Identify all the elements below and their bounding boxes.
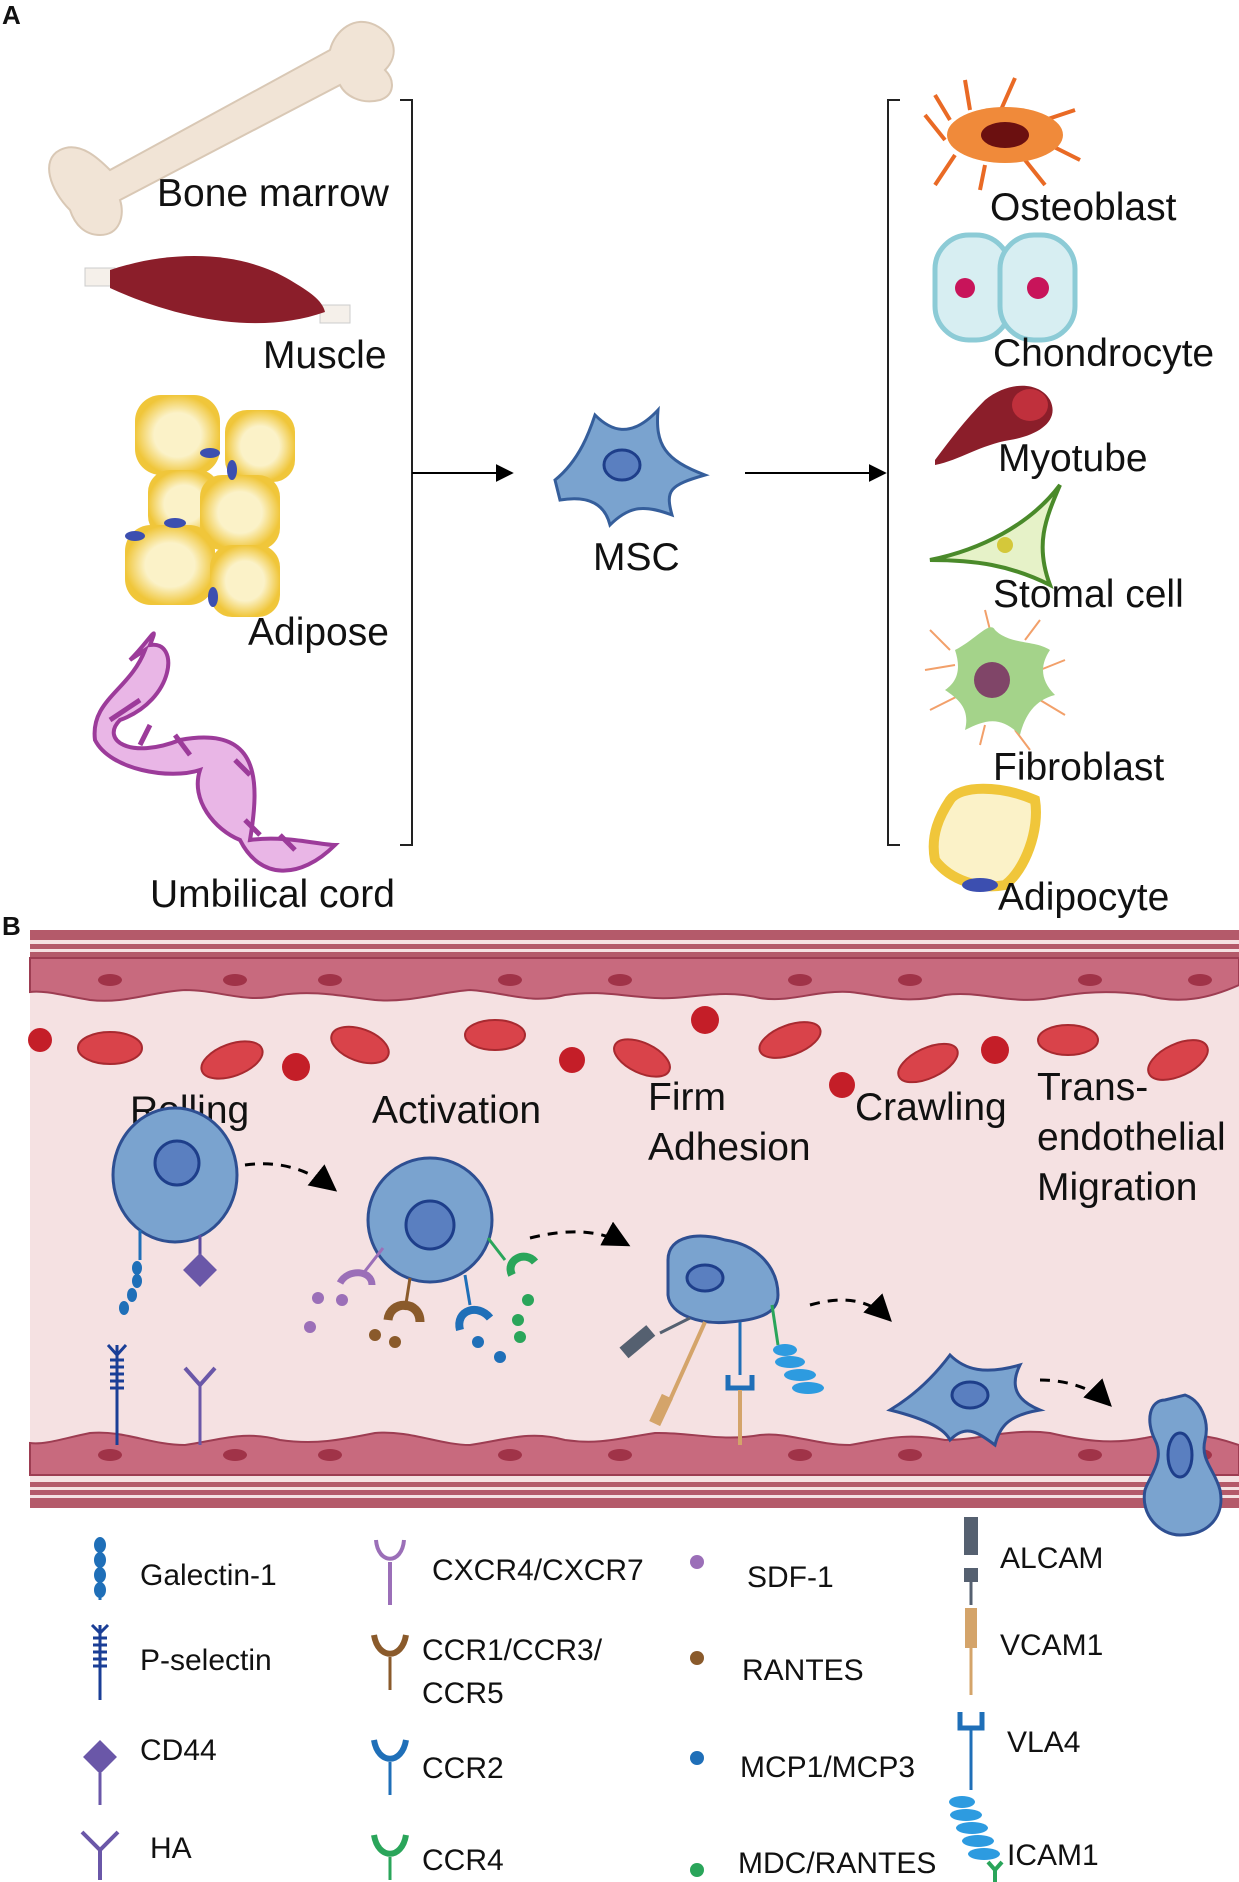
target-myotube: Myotube <box>998 437 1148 480</box>
legend-rantes: RANTES <box>742 1654 864 1687</box>
panel-b-tag: B <box>2 911 21 941</box>
legend-alcam: ALCAM <box>1000 1542 1103 1575</box>
source-muscle: Muscle <box>263 334 387 377</box>
chondrocyte-icon <box>932 232 1078 343</box>
migrating-cell-icon <box>1142 1393 1223 1537</box>
fibroblast-icon <box>924 609 1066 751</box>
legend-galectin-1: Galectin-1 <box>140 1559 277 1592</box>
legend-ccr2: CCR2 <box>422 1752 504 1785</box>
activation-cell-icon <box>304 1156 539 1363</box>
target-osteoblast: Osteoblast <box>990 186 1177 229</box>
vcam1-icon <box>965 1608 977 1695</box>
legend-p-selectin: P-selectin <box>140 1644 272 1677</box>
osteoblast-icon <box>923 77 1081 191</box>
target-chondrocyte: Chondrocyte <box>993 332 1214 375</box>
legend-ccr1-ccr3: CCR1/CCR3/ <box>422 1634 603 1667</box>
red-blood-cells <box>77 1019 1209 1084</box>
ccr1-icon <box>371 1634 409 1690</box>
mdc-icon <box>690 1863 704 1877</box>
step-firm: Firm <box>648 1076 726 1119</box>
legend-cd44: CD44 <box>140 1734 217 1767</box>
umbilical-cord-icon <box>92 631 340 873</box>
source-bone-marrow: Bone marrow <box>157 172 390 215</box>
ha-icon <box>80 1830 120 1880</box>
ccr2-icon <box>371 1739 409 1795</box>
legend-vcam1: VCAM1 <box>1000 1629 1103 1662</box>
adipocyte-icon <box>928 783 1041 892</box>
step-trans: Trans- <box>1037 1066 1148 1109</box>
icam1-icon <box>949 1796 1004 1882</box>
legend-mcp1-mcp3: MCP1/MCP3 <box>740 1751 915 1784</box>
legend-ha: HA <box>150 1832 192 1865</box>
mcp1-icon <box>690 1751 704 1765</box>
alcam-icon <box>964 1517 978 1605</box>
msc-label: MSC <box>593 536 680 579</box>
target-stomal-cell: Stomal cell <box>993 573 1184 616</box>
legend-ccr5: CCR5 <box>422 1677 504 1710</box>
legend: Galectin-1 P-selectin CD44 HA CXCR4/CXCR… <box>80 1517 1103 1882</box>
galectin-1-icon <box>94 1537 106 1600</box>
right-bracket <box>887 99 900 846</box>
firm-adhesion-cell-icon <box>619 1234 824 1445</box>
legend-mdc-rantes: MDC/RANTES <box>738 1847 936 1880</box>
vla4-icon <box>957 1712 985 1790</box>
wall-receptors <box>106 1343 217 1445</box>
platelets <box>28 1006 1009 1098</box>
muscle-icon <box>84 256 351 324</box>
cd44-icon <box>83 1740 117 1805</box>
crawling-cell-icon <box>886 1352 1046 1448</box>
legend-vla4: VLA4 <box>1007 1726 1080 1759</box>
step-migration: Migration <box>1037 1166 1197 1209</box>
target-adipocyte: Adipocyte <box>998 876 1169 919</box>
target-fibroblast: Fibroblast <box>993 746 1164 789</box>
adipose-icon <box>125 395 295 617</box>
legend-sdf-1: SDF-1 <box>747 1561 834 1594</box>
ccr4-icon <box>371 1834 409 1880</box>
sdf-1-icon <box>690 1555 704 1569</box>
rolling-cell-icon <box>111 1106 239 1315</box>
step-arrows <box>244 1162 1112 1407</box>
cxcr4-icon <box>374 1539 406 1605</box>
bone-icon <box>48 20 395 237</box>
left-bracket <box>400 99 413 846</box>
legend-icam1: ICAM1 <box>1007 1839 1099 1872</box>
msc-cell-icon <box>553 405 710 528</box>
myotube-icon <box>935 385 1053 465</box>
source-umbilical-cord: Umbilical cord <box>150 873 395 916</box>
legend-ccr4: CCR4 <box>422 1844 504 1877</box>
legend-cxcr4-cxcr7: CXCR4/CXCR7 <box>432 1554 644 1587</box>
step-adhesion: Adhesion <box>648 1126 811 1169</box>
step-crawling: Crawling <box>855 1086 1007 1129</box>
p-selectin-icon <box>90 1623 110 1700</box>
step-activation: Activation <box>372 1089 541 1132</box>
panel-a-tag: A <box>2 0 21 30</box>
step-endothelial: endothelial <box>1037 1116 1226 1159</box>
rantes-icon <box>690 1651 704 1665</box>
stromal-cell-icon <box>929 483 1062 590</box>
source-adipose: Adipose <box>248 611 389 654</box>
